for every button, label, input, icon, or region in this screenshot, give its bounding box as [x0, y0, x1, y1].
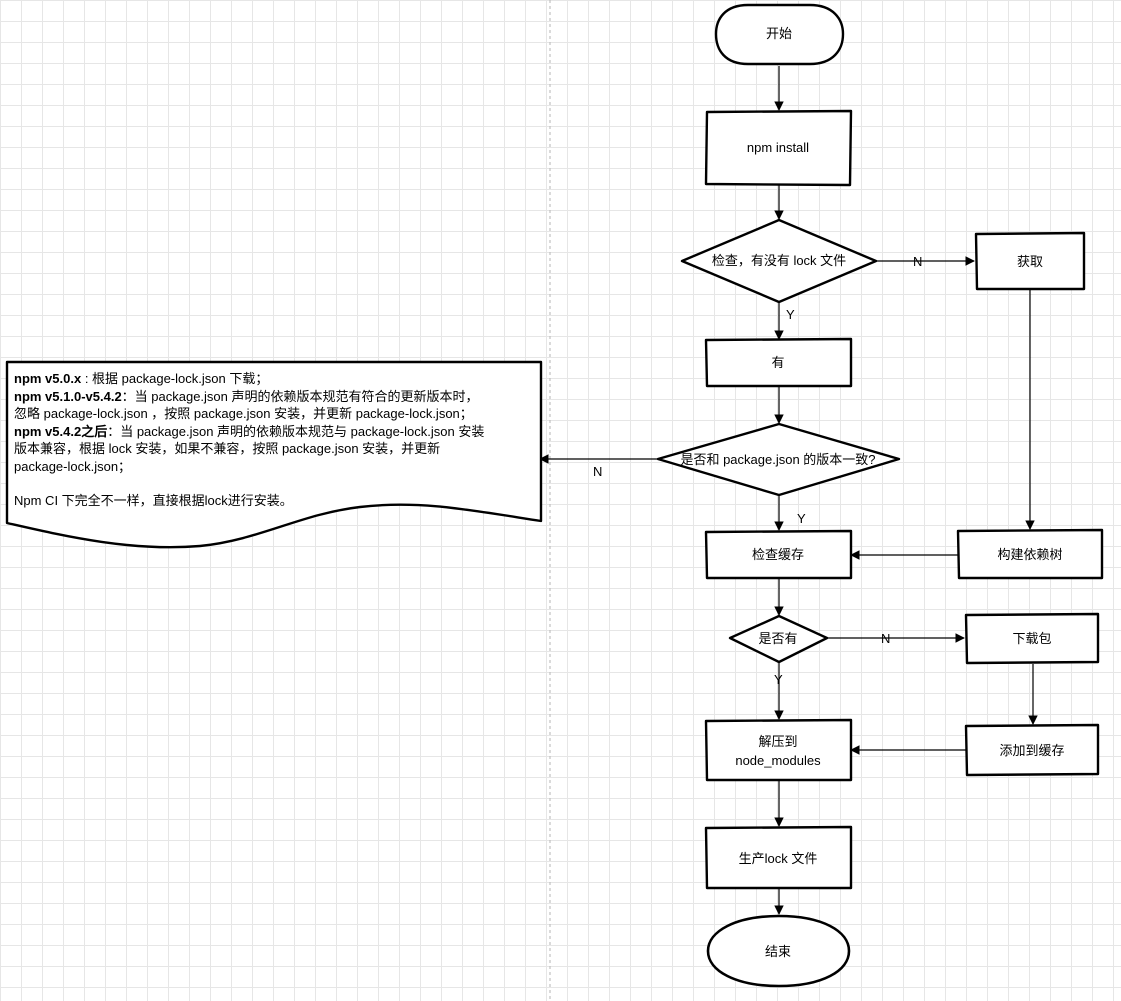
note-line-1-text: : 根据 package-lock.json 下载；: [81, 371, 269, 386]
edge-label-cache-no: N: [881, 631, 890, 646]
node-download-label: 下载包: [1012, 631, 1051, 646]
note-line-4: npm v5.4.2之后：当 package.json 声明的依赖版本规范与 p…: [14, 423, 544, 441]
note-document-shape: [5, 360, 543, 549]
edge-label-cache-yes: Y: [774, 672, 783, 687]
note-line-7: Npm CI 下完全不一样，直接根据lock进行安装。: [14, 493, 293, 508]
node-gen-lock-label: 生产lock 文件: [739, 851, 818, 866]
node-version-match: 是否和 package.json 的版本一致?: [656, 422, 901, 497]
node-unpack-label-line2: node_modules: [735, 753, 821, 768]
edge-label-lock-yes: Y: [786, 307, 795, 322]
node-gen-lock: 生产lock 文件: [704, 825, 853, 890]
node-unpack-label-line1: 解压到: [758, 734, 797, 749]
note-line-2-version: npm v5.1.0-v5.4.2: [14, 388, 122, 404]
node-fetch-label: 获取: [1017, 254, 1043, 269]
edge-label-lock-no: N: [913, 254, 922, 269]
version-note: npm v5.0.x : 根据 package-lock.json 下载； np…: [14, 370, 544, 510]
node-check-lock-label: 检查，有没有 lock 文件: [712, 253, 846, 268]
node-npm-install-label: npm install: [747, 140, 809, 155]
node-check-cache: 检查缓存: [704, 529, 853, 580]
node-end: 结束: [706, 914, 851, 988]
node-cache-exists: 是否有: [728, 614, 829, 664]
node-has-label: 有: [771, 355, 784, 370]
node-add-cache-label: 添加到缓存: [999, 743, 1064, 758]
note-line-4-version: npm v5.4.2之后: [14, 423, 108, 439]
node-end-label: 结束: [765, 944, 791, 959]
note-spacer: [14, 475, 544, 492]
note-line-2: npm v5.1.0-v5.4.2：当 package.json 声明的依赖版本…: [14, 388, 544, 406]
note-line-2-text: ：当 package.json 声明的依赖版本规范有符合的更新版本时，: [121, 388, 479, 404]
node-download: 下载包: [964, 612, 1100, 665]
note-line-1-version: npm v5.0.x: [14, 371, 82, 386]
note-line-4-text: ：当 package.json 声明的依赖版本规范与 package-lock.…: [107, 423, 485, 439]
node-fetch: 获取: [974, 231, 1086, 291]
note-line-5: 版本兼容，根据 lock 安装，如果不兼容，按照 package.json 安装…: [14, 441, 441, 456]
node-add-cache: 添加到缓存: [964, 723, 1100, 777]
node-cache-exists-label: 是否有: [758, 631, 797, 646]
node-build-tree: 构建依赖树: [956, 528, 1104, 580]
node-npm-install: npm install: [704, 109, 853, 187]
node-start: 开始: [714, 3, 845, 66]
node-unpack: 解压到 node_modules: [704, 718, 853, 782]
edge-label-version-yes: Y: [797, 511, 806, 526]
edge-label-version-no: N: [593, 464, 602, 479]
node-has: 有: [704, 337, 853, 388]
node-version-match-label: 是否和 package.json 的版本一致?: [680, 452, 875, 467]
node-start-label: 开始: [766, 26, 792, 41]
note-line-1: npm v5.0.x : 根据 package-lock.json 下载；: [14, 370, 544, 388]
node-build-tree-label: 构建依赖树: [997, 547, 1062, 562]
node-check-cache-label: 检查缓存: [752, 547, 804, 562]
note-line-3: 忽略 package-lock.json ，按照 package.json 安装…: [14, 406, 473, 421]
node-check-lock: 检查，有没有 lock 文件: [680, 218, 878, 304]
note-line-6: package-lock.json；: [14, 458, 132, 474]
